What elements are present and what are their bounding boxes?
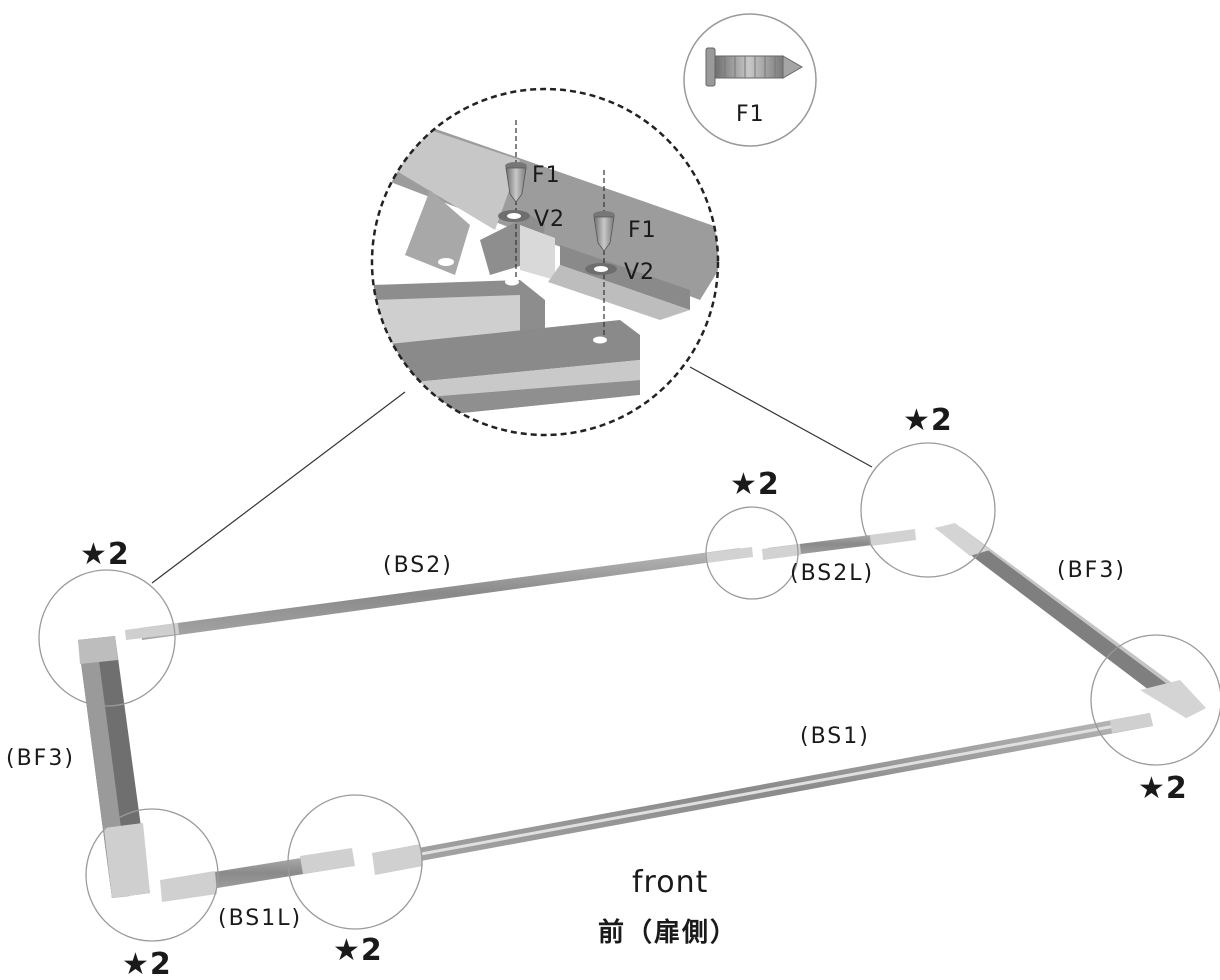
callout-leader-right bbox=[689, 366, 873, 468]
detail-washer-label-2: V2 bbox=[624, 260, 656, 285]
part-label-bs1: (BS1) bbox=[800, 724, 870, 749]
quantity-mark-front-middle: ★2 bbox=[333, 933, 383, 968]
rail-bs1-end-left bbox=[372, 844, 423, 875]
part-label-bf3-left: (BF3) bbox=[6, 746, 75, 771]
joint-circle-back-right bbox=[860, 442, 996, 578]
detail-washer-label-1: V2 bbox=[534, 207, 566, 232]
joint-circle-back-middle bbox=[705, 506, 799, 600]
part-label-bs2: (BS2) bbox=[383, 553, 453, 578]
rail-bs2-end-left bbox=[125, 623, 179, 640]
part-label-bf3-right: (BF3) bbox=[1057, 558, 1126, 583]
rail-bs1-stripe bbox=[380, 718, 1150, 863]
quantity-mark-back-right: ★2 bbox=[903, 403, 953, 438]
joint-circle-front-middle bbox=[287, 794, 423, 930]
orientation-label-japanese: 前（扉側） bbox=[598, 918, 739, 948]
rail-bf3-left-end-bottom bbox=[104, 823, 150, 898]
rail-bf3-left-end-top bbox=[78, 636, 118, 664]
quantity-mark-front-left: ★2 bbox=[122, 947, 172, 980]
screw-reference-circle bbox=[683, 13, 817, 147]
detail-callout-border bbox=[370, 87, 720, 437]
rail-bs1l-end-left bbox=[160, 871, 217, 902]
quantity-mark-front-right: ★2 bbox=[1138, 771, 1188, 806]
rail-bf3-right-end-bottom bbox=[1140, 680, 1206, 718]
rail-bs2 bbox=[140, 548, 742, 640]
part-label-bs1l: (BS1L) bbox=[218, 906, 303, 931]
rail-bs2l-end-right bbox=[870, 529, 916, 546]
rail-bf3-right bbox=[935, 524, 1202, 718]
detail-screw-label-2: F1 bbox=[628, 218, 657, 243]
part-label-bs2l: (BS2L) bbox=[790, 561, 875, 586]
rail-bf3-right-face bbox=[953, 524, 1206, 710]
rail-bs1-end-right bbox=[1110, 713, 1153, 733]
orientation-label-english: front bbox=[632, 865, 709, 900]
detail-callout bbox=[372, 89, 718, 435]
joint-circle-back-left bbox=[38, 569, 176, 707]
screw-reference-icon bbox=[705, 47, 803, 87]
detail-screw-label-1: F1 bbox=[532, 163, 561, 188]
quantity-mark-back-left: ★2 bbox=[80, 537, 130, 572]
screw-reference-label: F1 bbox=[736, 102, 765, 127]
rail-bs1l-end-right bbox=[300, 848, 355, 874]
rail-bs2l-end-left bbox=[762, 544, 801, 560]
callout-leader-left bbox=[151, 391, 406, 584]
rail-bf3-right-end-top bbox=[935, 523, 990, 556]
joint-circle-front-right bbox=[1090, 634, 1220, 766]
rail-bs2-end-right bbox=[705, 547, 753, 563]
joint-circle-front-left bbox=[85, 808, 219, 942]
quantity-mark-back-middle: ★2 bbox=[730, 467, 780, 502]
